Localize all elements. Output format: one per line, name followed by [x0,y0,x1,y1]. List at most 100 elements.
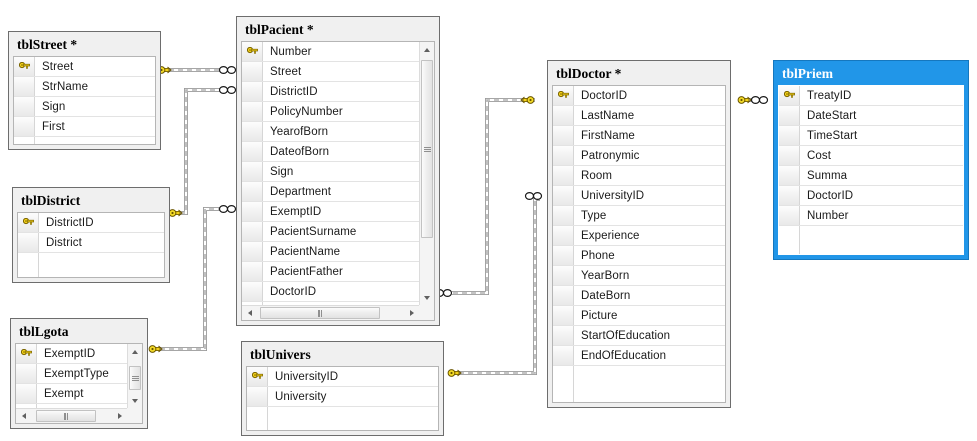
field-row[interactable]: Summa [779,166,963,186]
field-gutter [779,206,800,225]
field-row[interactable]: Sign [14,97,155,117]
field-row[interactable]: Number [242,42,419,62]
vertical-scrollbar-tblLgota[interactable] [127,344,142,408]
field-row[interactable]: DoctorID [779,186,963,206]
relationship-rel-district-pacient[interactable] [180,88,225,215]
field-row[interactable]: PacientSurname [242,222,419,242]
field-row[interactable]: DateofBorn [242,142,419,162]
field-row[interactable]: Experience [553,226,725,246]
horizontal-scroll-thumb[interactable] [36,410,96,422]
field-row[interactable]: TreatyID [779,86,963,106]
horizontal-scrollbar-tblLgota[interactable] [16,408,127,423]
field-name: EndOfEducation [581,349,667,362]
field-gutter [247,407,268,430]
field-row[interactable]: DistrictID [242,82,419,102]
field-row[interactable]: First [14,117,155,137]
field-row[interactable]: DistrictID [18,213,164,233]
relationship-line-outer [452,98,535,295]
field-gutter [553,206,574,225]
field-row[interactable]: ExemptID [16,344,127,364]
field-row[interactable]: DoctorID [242,282,419,302]
field-row[interactable]: DoctorID [553,86,725,106]
field-row[interactable]: YearofBorn [242,122,419,142]
field-row[interactable]: Picture [553,306,725,326]
field-row[interactable]: Type [553,206,725,226]
field-gutter [16,404,37,408]
relationship-rel-univers-doctor[interactable] [459,197,540,375]
field-row[interactable]: Room [553,166,725,186]
field-name: Street [42,60,74,73]
field-row[interactable]: StrName [14,77,155,97]
scroll-up-arrow[interactable] [128,344,142,359]
field-row[interactable]: YearBorn [553,266,725,286]
field-row[interactable]: FirstName [553,126,725,146]
field-name: DistrictID [270,85,318,98]
field-name: Department [270,185,332,198]
field-row[interactable]: Sign [242,162,419,182]
field-row[interactable]: Exempt [16,384,127,404]
scroll-down-arrow[interactable] [128,393,142,408]
field-gutter [16,364,37,383]
scroll-left-arrow[interactable] [242,306,257,320]
primary-key-icon [783,91,795,98]
field-gutter [553,106,574,125]
field-name: ExemptID [270,205,322,218]
field-row[interactable]: LastName [553,106,725,126]
scroll-down-arrow[interactable] [420,290,434,305]
field-row[interactable]: Cost [779,146,963,166]
field-gutter [553,226,574,245]
field-row[interactable]: UniversityID [247,367,438,387]
scroll-left-arrow[interactable] [16,409,31,423]
field-row[interactable]: Street [242,62,419,82]
field-gutter [553,346,574,365]
field-row[interactable]: PacientName [242,242,419,262]
field-row[interactable]: Patronymic [553,146,725,166]
field-row[interactable]: TimeStart [779,126,963,146]
field-row[interactable]: ExemptID [242,202,419,222]
field-row[interactable]: University [247,387,438,407]
triangle-left-icon [247,310,252,316]
field-row[interactable]: DateBorn [553,286,725,306]
field-gutter [553,306,574,325]
horizontal-scrollbar-tblPacient[interactable] [242,305,419,320]
scroll-right-arrow[interactable] [112,409,127,423]
field-row[interactable]: Phone [553,246,725,266]
field-name: StartOfEducation [581,329,671,342]
relationship-rel-doctor-pacient[interactable] [452,98,535,295]
scroll-right-arrow[interactable] [404,306,419,320]
field-name: DateofBorn [270,145,330,158]
field-row[interactable]: StartOfEducation [553,326,725,346]
field-row[interactable]: EndOfEducation [553,346,725,366]
field-row[interactable]: ExemptType [16,364,127,384]
field-row[interactable]: PacientFather [242,262,419,282]
field-row[interactable]: PolicyNumber [242,102,419,122]
vertical-scroll-thumb[interactable] [129,366,141,390]
field-name: Phone [581,249,615,262]
scroll-up-arrow[interactable] [420,42,434,57]
relationship-line-inner [452,98,535,295]
field-gutter [779,226,800,254]
field-row[interactable]: Street [14,57,155,77]
field-row[interactable]: DateStart [779,106,963,126]
vertical-scroll-thumb[interactable] [421,60,433,238]
horizontal-scroll-thumb[interactable] [260,307,380,319]
field-row[interactable]: Number [779,206,963,226]
table-title-tblLgota: tblLgota [19,324,69,339]
field-gutter [18,253,39,277]
vertical-scrollbar-tblPacient[interactable] [419,42,434,305]
field-row[interactable]: UniversityID [553,186,725,206]
field-row[interactable]: Department [242,182,419,202]
field-row[interactable]: District [18,233,164,253]
